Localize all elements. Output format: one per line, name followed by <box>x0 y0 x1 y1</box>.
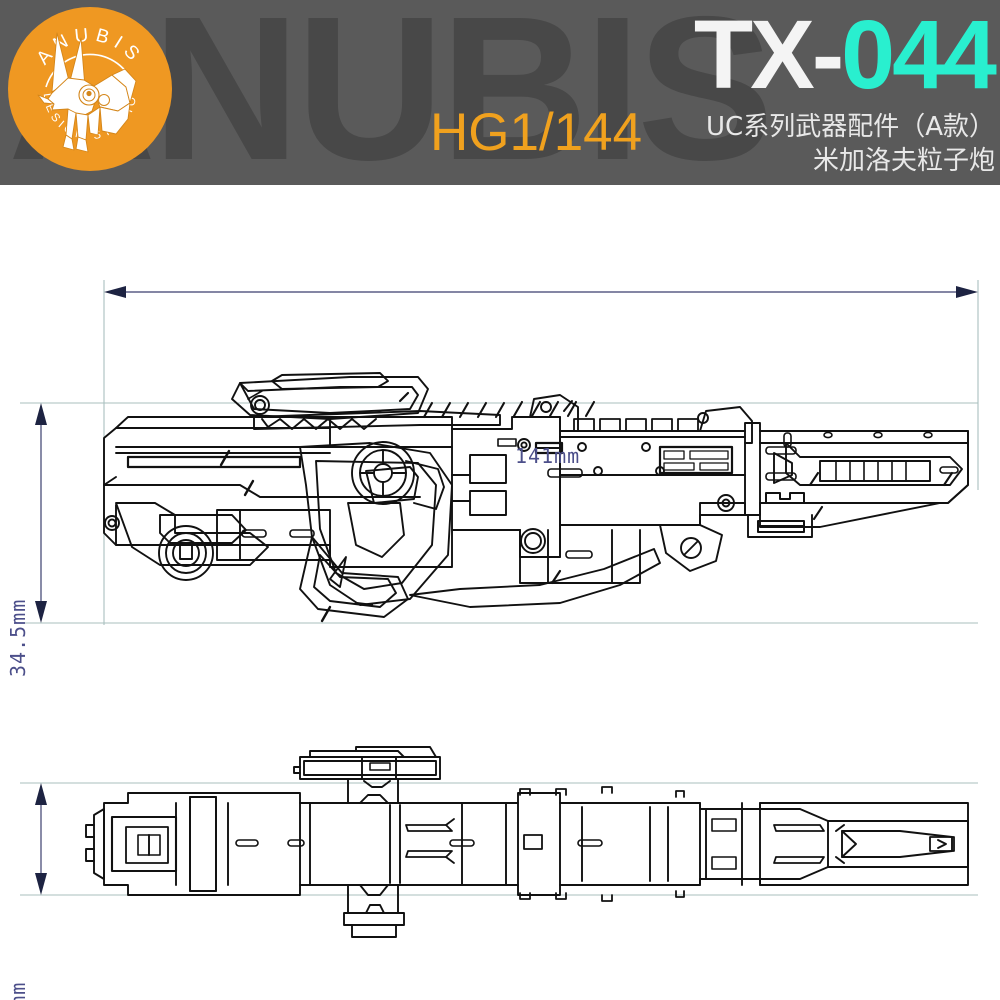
dimension-side-view-height: 34.5mm <box>6 598 30 677</box>
logo-arc-top-text: ANUBIS <box>33 24 147 69</box>
product-code-number: 044 <box>841 0 997 109</box>
dimension-lines <box>35 286 978 895</box>
anubis-logo-graphic: ANUBIS DESIGN STUDIO <box>33 24 147 153</box>
anubis-jackal-head-icon <box>37 32 137 153</box>
technical-drawing <box>20 280 979 938</box>
header-banner: ANUBIS ANUBIS DESIGN STUDIO <box>0 0 1000 185</box>
drawing-sheet: 141mm 34.5mm 24.5mm <box>0 185 1000 1000</box>
dimension-top-view-width: 24.5mm <box>6 982 30 1000</box>
top-view-drawing <box>85 746 969 938</box>
subtitle-line-1: UC系列武器配件（A款） <box>706 112 995 142</box>
product-code-prefix: TX- <box>693 0 844 109</box>
side-view-drawing <box>103 372 969 623</box>
scale-label: HG1/144 <box>430 103 643 162</box>
subtitle-line-2: 米加洛夫粒子炮 <box>812 146 995 176</box>
anubis-logo: ANUBIS DESIGN STUDIO <box>8 7 172 171</box>
product-code: TX-044 <box>694 6 997 103</box>
dimension-overall-length: 141mm <box>515 444 581 468</box>
